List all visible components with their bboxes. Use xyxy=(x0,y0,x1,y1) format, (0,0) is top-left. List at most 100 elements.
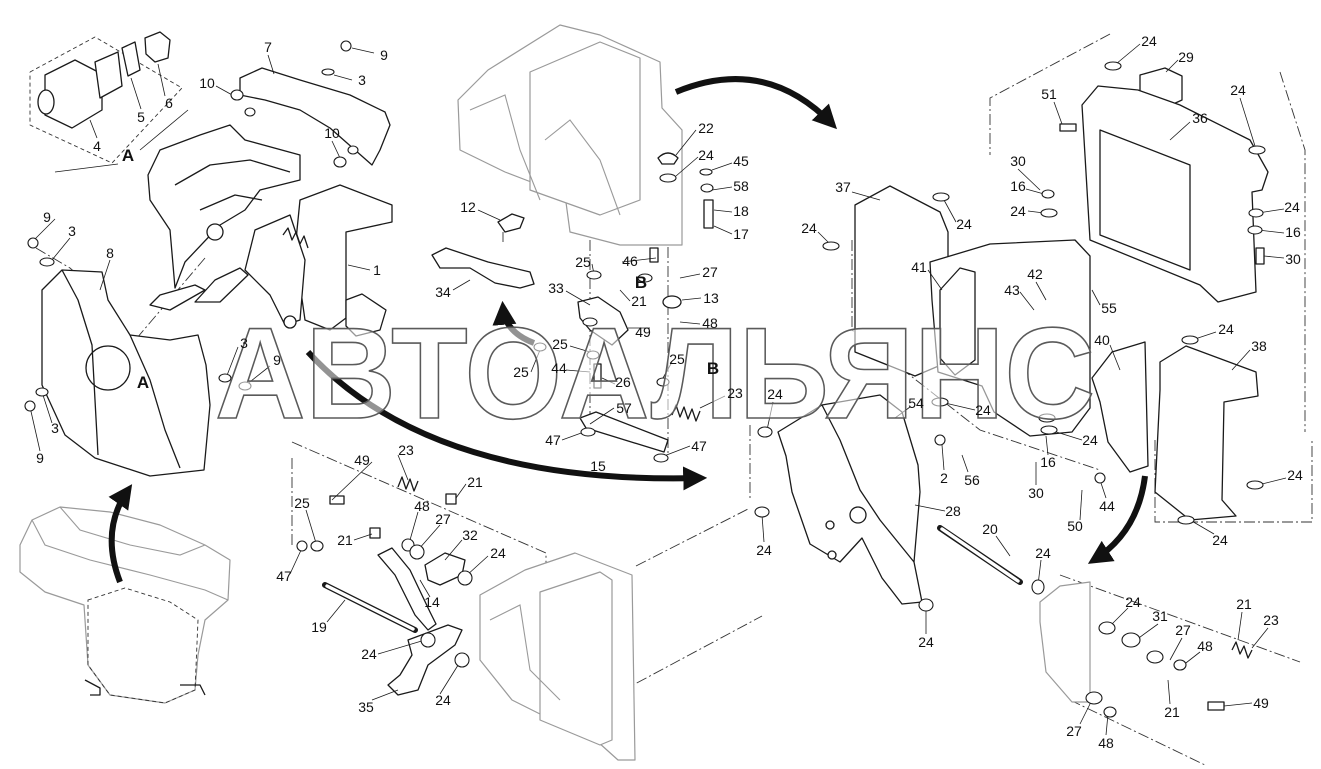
top-cover-part-7 xyxy=(239,67,391,166)
construction-line xyxy=(1279,71,1306,432)
leader-line xyxy=(1035,281,1047,301)
console-foot xyxy=(180,684,206,696)
part-callout-number: 49 xyxy=(635,324,651,340)
leader-line xyxy=(1045,435,1049,456)
bolt-part-49 xyxy=(1207,701,1225,711)
part-callout-number: 16 xyxy=(1010,178,1026,194)
part-callout-number: 3 xyxy=(358,72,366,88)
washer xyxy=(1038,413,1056,423)
cab-frame-upper-reference xyxy=(457,24,683,246)
washer xyxy=(1040,425,1058,435)
leader-line xyxy=(621,257,657,263)
washer xyxy=(35,387,49,397)
spring-part-23 xyxy=(1231,641,1253,659)
leader-line xyxy=(1025,188,1045,195)
part-callout-number: 22 xyxy=(698,120,714,136)
leader-line xyxy=(681,297,702,301)
rod-part-15 xyxy=(579,411,669,453)
leader-line xyxy=(565,369,591,373)
leader-line xyxy=(663,445,691,457)
leader-line xyxy=(409,511,419,541)
bracket-hole xyxy=(849,506,867,524)
part-callout-number: 12 xyxy=(460,199,476,215)
washer xyxy=(1121,632,1141,648)
construction-line xyxy=(635,507,751,567)
part-callout-number: 19 xyxy=(311,619,327,635)
washer xyxy=(409,544,425,560)
part-callout-number: 47 xyxy=(691,438,707,454)
part-callout-number: 47 xyxy=(545,432,561,448)
washer xyxy=(932,192,950,202)
part-callout-number: 9 xyxy=(380,47,388,63)
inset-leader xyxy=(54,163,119,173)
leader-line xyxy=(927,269,943,291)
spring xyxy=(282,227,309,249)
part-callout-number: 23 xyxy=(727,385,743,401)
washer xyxy=(310,540,324,552)
leader-line xyxy=(679,273,701,279)
washer xyxy=(218,373,232,383)
part-callout-number: 9 xyxy=(36,450,44,466)
part-callout-number: 8 xyxy=(106,245,114,261)
part-callout-number: 24 xyxy=(1218,321,1234,337)
part-callout-number: 48 xyxy=(414,498,430,514)
construction-line xyxy=(1059,574,1301,663)
lower-bracket xyxy=(345,293,387,337)
bracket-hole xyxy=(827,550,837,560)
washer xyxy=(1181,335,1199,345)
leader-line xyxy=(51,237,71,261)
leader-line xyxy=(569,345,591,353)
leader-line xyxy=(1239,97,1256,147)
part-callout-number: 25 xyxy=(513,364,529,380)
part-callout-number: 13 xyxy=(703,290,719,306)
leader-line xyxy=(1079,699,1093,725)
detail-a-circle xyxy=(85,345,131,391)
washer xyxy=(1040,208,1058,218)
part-callout-number: 34 xyxy=(435,284,451,300)
washer xyxy=(238,381,252,391)
mount-reference xyxy=(1039,581,1091,703)
leader-line xyxy=(351,47,375,54)
part-callout-number: 24 xyxy=(490,545,506,561)
washer xyxy=(1098,621,1116,635)
part-callout-number: 20 xyxy=(982,521,998,537)
leader-line xyxy=(1019,291,1035,311)
washer xyxy=(1248,145,1266,155)
retaining-clip xyxy=(121,41,141,77)
part-callout-number: 14 xyxy=(424,594,440,610)
bushing-part-21 xyxy=(369,527,381,539)
cover-part-38 xyxy=(1154,345,1259,521)
washer xyxy=(586,350,600,360)
part-callout-number: 24 xyxy=(975,402,991,418)
part-callout-number: 27 xyxy=(1175,622,1191,638)
leader-line xyxy=(419,579,431,598)
part-callout-number: 24 xyxy=(801,220,817,236)
leader-line xyxy=(713,225,733,235)
leader-line xyxy=(417,524,441,551)
pedal-bracket-assembly xyxy=(147,67,393,337)
brake-linkage-components xyxy=(431,152,714,453)
washers xyxy=(24,40,1266,718)
leader-line xyxy=(1053,101,1063,125)
console-edge xyxy=(31,519,229,601)
leader-line xyxy=(1223,702,1253,707)
part-callout-number: 42 xyxy=(1027,266,1043,282)
console-foot xyxy=(84,679,101,696)
bushing-part-21 xyxy=(445,493,457,505)
washer xyxy=(1104,61,1122,71)
cover-edge xyxy=(61,269,99,456)
bracket-part-33 xyxy=(577,296,629,346)
leader-line xyxy=(619,289,631,302)
bolt-part-26 xyxy=(593,363,602,389)
part-callout-number: 50 xyxy=(1067,518,1083,534)
part-callout-number: 37 xyxy=(835,179,851,195)
knob-part-22 xyxy=(657,152,679,165)
part-callout-number: 24 xyxy=(956,216,972,232)
washer xyxy=(24,400,36,412)
leader-line xyxy=(353,533,373,541)
leader-line xyxy=(477,209,501,221)
part-callout-number: 48 xyxy=(1098,735,1114,751)
part-callout-number: 24 xyxy=(767,386,783,402)
washer xyxy=(700,183,714,193)
part-callout-number: 21 xyxy=(1236,596,1252,612)
